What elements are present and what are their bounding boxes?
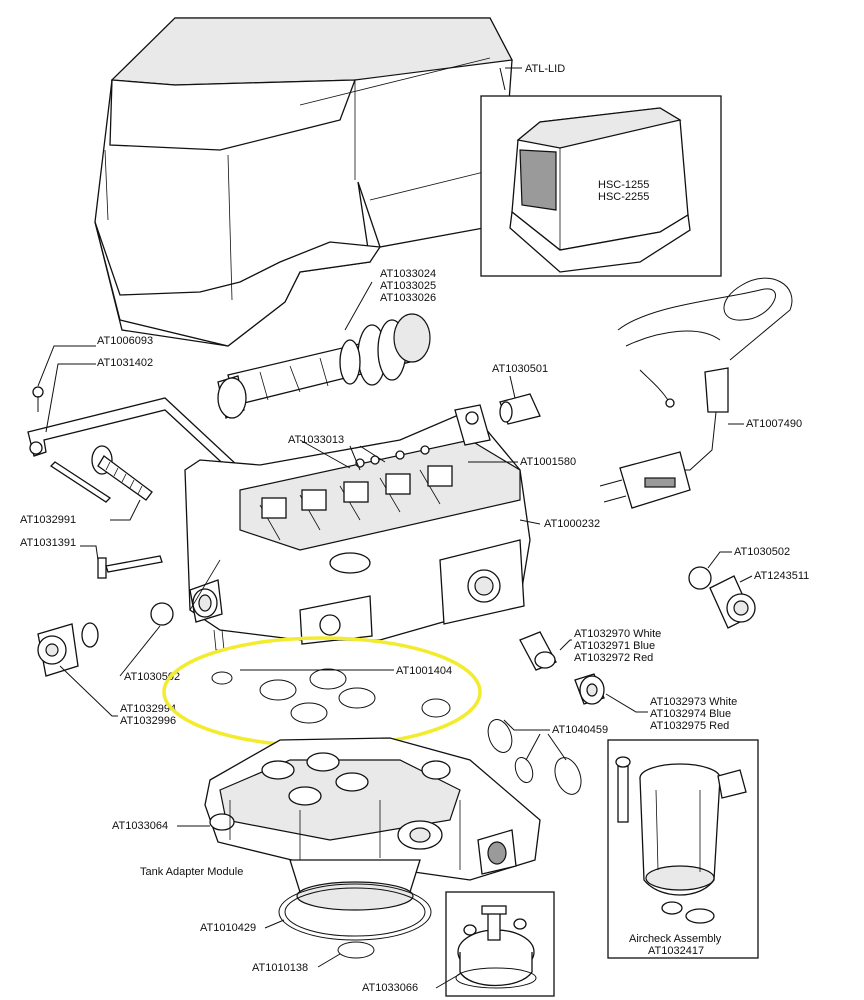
- oring-at1010138: [337, 941, 375, 959]
- label-at1010429: AT1010429: [200, 922, 256, 934]
- label-at1031402: AT1031402: [97, 357, 153, 369]
- label-at1030501: AT1030501: [492, 363, 548, 375]
- label-at1001580: AT1001580: [520, 456, 576, 468]
- ball-at1030502-left: [150, 602, 174, 626]
- label-at1032996: AT1032996: [120, 715, 176, 727]
- fitting-at1030501: [499, 393, 541, 425]
- fitting-at1243511: [709, 575, 756, 629]
- label-at1031391: AT1031391: [20, 537, 76, 549]
- atl-lid-cover: [94, 17, 513, 347]
- label-hsc-1255: HSC-1255: [598, 179, 649, 191]
- label-at1033026: AT1033026: [380, 292, 436, 304]
- power-cord: [599, 277, 793, 509]
- drive-screw: [91, 445, 153, 501]
- label-at1033066: AT1033066: [362, 982, 418, 994]
- cap-at1032994: [37, 622, 99, 677]
- label-aircheck-assembly: Aircheck Assembly: [629, 933, 722, 945]
- label-at1001404: AT1001404: [396, 665, 452, 677]
- throat-at1032973: [574, 673, 605, 705]
- gasket-at1010429-inner: [284, 887, 426, 937]
- valve-body-at1000232: [184, 404, 531, 651]
- label-at1006093: AT1006093: [97, 335, 153, 347]
- label-atl-lid: ATL-LID: [525, 63, 565, 75]
- plug-at1033066: [455, 905, 537, 989]
- tank-adapter-module: [204, 737, 541, 911]
- nozzle-at1032970: [519, 631, 557, 671]
- label-tank-adapter-module: Tank Adapter Module: [140, 866, 243, 878]
- label-hsc-2255: HSC-2255: [598, 191, 649, 203]
- label-at1032991: AT1032991: [20, 514, 76, 526]
- label-at1032973: AT1032973 White: [650, 696, 737, 708]
- label-at1032974: AT1032974 Blue: [650, 708, 731, 720]
- orings-at1001404: [211, 668, 451, 724]
- aircheck-assembly: [615, 756, 747, 924]
- label-at1033064: AT1033064: [112, 820, 168, 832]
- label-at1032994: AT1032994: [120, 703, 176, 715]
- orings-at1040459: [487, 719, 582, 795]
- label-at1243511: AT1243511: [754, 570, 809, 582]
- label-at1000232: AT1000232: [544, 518, 600, 530]
- label-at1033013: AT1033013: [288, 434, 344, 446]
- label-at1032971: AT1032971 Blue: [574, 640, 655, 652]
- label-at1040459: AT1040459: [552, 724, 608, 736]
- small-pin-at1031391: [97, 555, 163, 579]
- label-at1032972: AT1032972 Red: [574, 652, 653, 664]
- camshaft: [217, 313, 431, 419]
- label-at1032975: AT1032975 Red: [650, 720, 729, 732]
- screw-at1006093: [32, 386, 44, 412]
- label-at1007490: AT1007490: [746, 418, 802, 430]
- label-at1033024: AT1033024: [380, 268, 436, 280]
- label-at1030502-right: AT1030502: [734, 546, 790, 558]
- label-at1032417: AT1032417: [648, 945, 704, 957]
- label-at1010138: AT1010138: [252, 962, 308, 974]
- hsc-cover: [509, 107, 691, 273]
- gasket-at1010429: [278, 883, 432, 941]
- label-at1032970: AT1032970 White: [574, 628, 661, 640]
- bracket-arm: [27, 397, 239, 503]
- label-at1033025: AT1033025: [380, 280, 436, 292]
- ball-at1030502-right: [688, 566, 712, 590]
- highlight-circle: [162, 636, 482, 748]
